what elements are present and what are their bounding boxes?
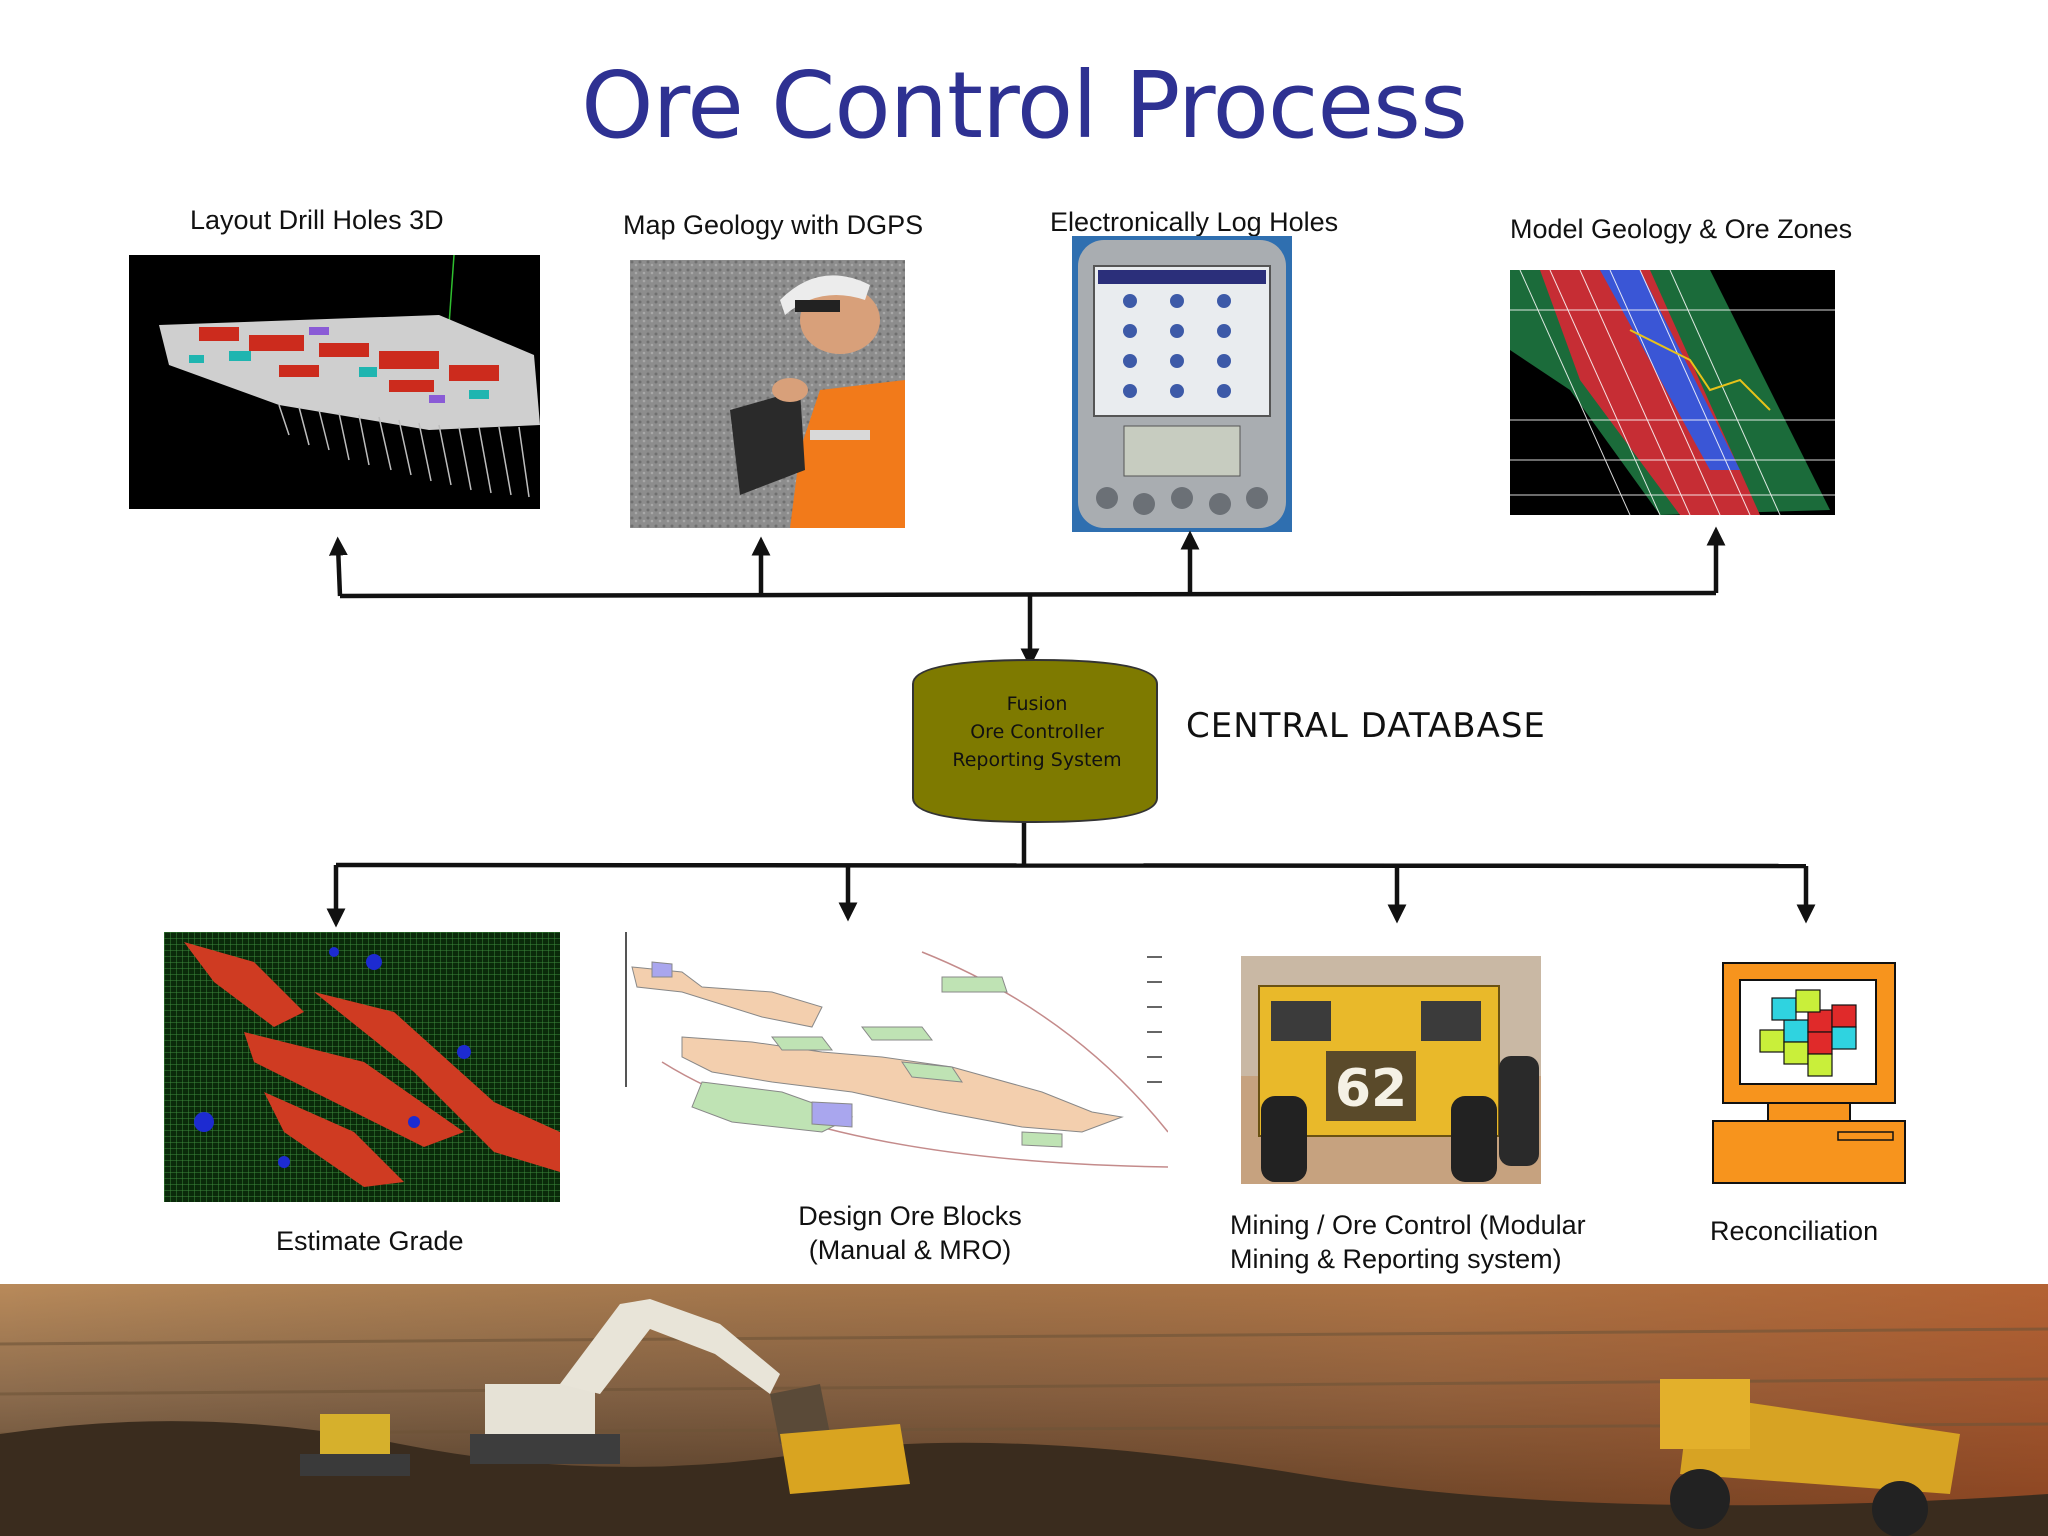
mining-ore-control-line-1: Mining / Ore Control (Modular [1230,1210,1586,1240]
label-layout-drill-holes: Layout Drill Holes 3D [190,205,444,235]
drill-holes-3d-image [129,255,540,509]
truck-number: 62 [1335,1059,1407,1119]
label-map-geology: Map Geology with DGPS [623,210,924,240]
label-estimate-grade: Estimate Grade [276,1226,464,1256]
mine-site-photo [0,1284,2048,1536]
design-ore-blocks-line-1: Design Ore Blocks [798,1201,1022,1231]
ore-blocks-design-image [622,932,1168,1190]
database-body [912,658,1158,824]
central-database-caption: CENTRAL DATABASE [1186,706,1546,746]
design-ore-blocks-line-2: (Manual & MRO) [808,1235,1012,1265]
geologist-dgps-photo [630,260,905,528]
label-model-geology: Model Geology & Ore Zones [1510,214,1853,244]
mining-ore-control-line-2: Mining & Reporting system) [1230,1244,1562,1274]
haul-truck-photo: 62 [1241,956,1541,1184]
pda-device-image [1072,236,1292,532]
central-database-cylinder [912,658,1158,824]
database-line-2: Ore Controller [970,721,1104,743]
page-title: Ore Control Process [581,52,1468,159]
label-reconciliation: Reconciliation [1710,1216,1879,1246]
database-line-3: Reporting System [952,749,1122,771]
reconciliation-computer-icon [1710,960,1908,1188]
grade-estimate-image [164,932,560,1202]
label-log-holes: Electronically Log Holes [1050,207,1339,237]
label-mining-ore-control: Mining / Ore Control (Modular Mining & R… [1230,1208,1586,1276]
database-line-1: Fusion [1006,693,1068,715]
database-label: Fusion Ore Controller Reporting System [912,690,1162,774]
flow-connectors [326,526,1816,928]
label-design-ore-blocks: Design Ore Blocks (Manual & MRO) [790,1199,1030,1267]
geology-model-image [1510,270,1835,515]
